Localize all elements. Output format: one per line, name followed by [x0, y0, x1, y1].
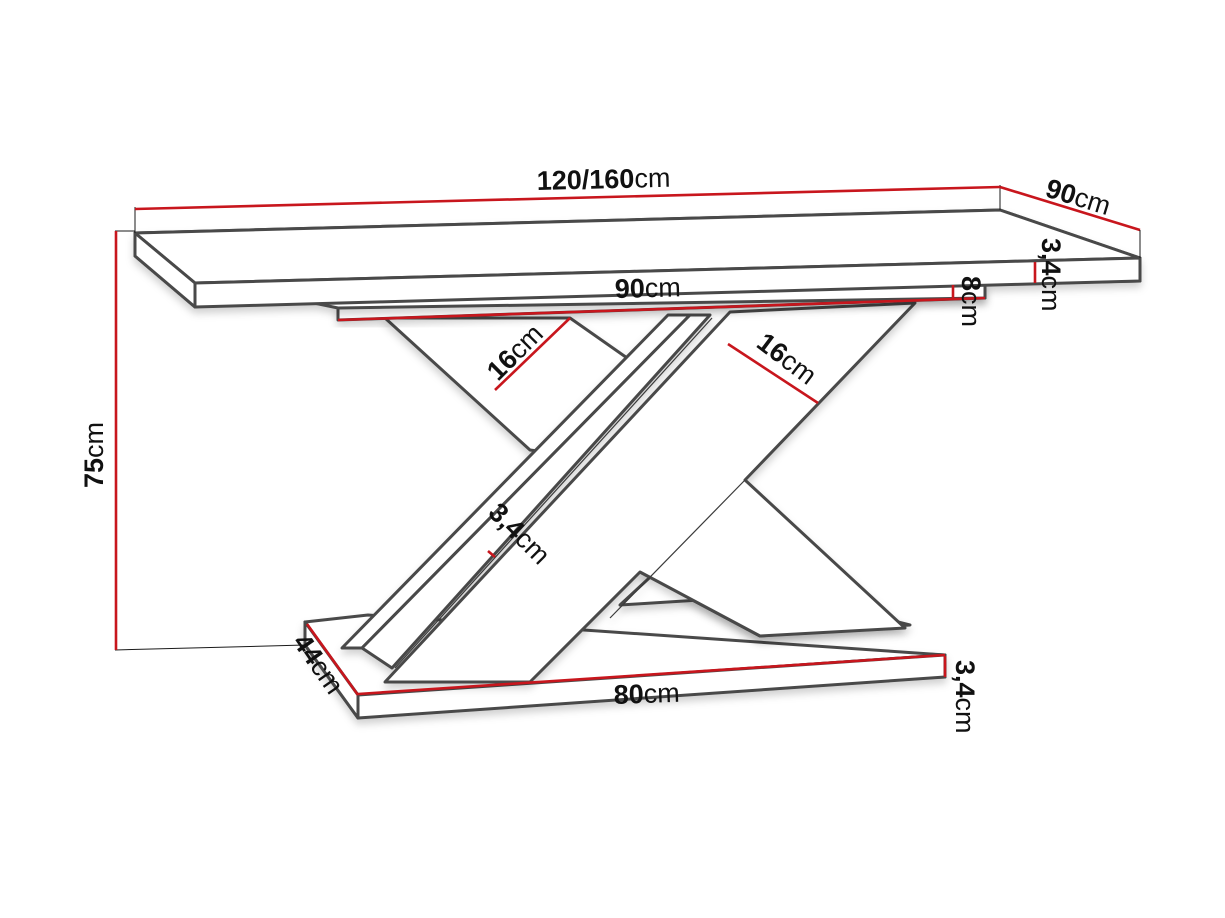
- label-apron-length: 90cm: [614, 272, 681, 304]
- dim-leg-thickness-line: [487, 550, 496, 558]
- front-left-leg: [340, 313, 712, 670]
- dim-base-depth-line: [305, 623, 360, 696]
- label-total-height: 75cm: [79, 422, 109, 488]
- dim-left-leg-width-line: [494, 317, 571, 391]
- label-top-depth: 90cm: [1042, 173, 1114, 221]
- dim-top-length-line: [134, 185, 1001, 211]
- dimension-lines: [114, 185, 1141, 696]
- dim-right-leg-width-line: [727, 342, 819, 405]
- label-top-thickness: 3,4cm: [1036, 238, 1066, 312]
- dim-base-length-line: [357, 653, 946, 696]
- label-top-length: 120/160cm: [536, 163, 670, 196]
- dim-apron-length-line: [337, 296, 986, 322]
- label-apron-height: 8cm: [956, 276, 986, 327]
- main-diagonal-leg: [383, 301, 917, 684]
- dim-top-depth-line: [999, 185, 1141, 232]
- label-base-length: 80cm: [613, 678, 680, 710]
- label-base-thickness: 3,4cm: [950, 660, 980, 734]
